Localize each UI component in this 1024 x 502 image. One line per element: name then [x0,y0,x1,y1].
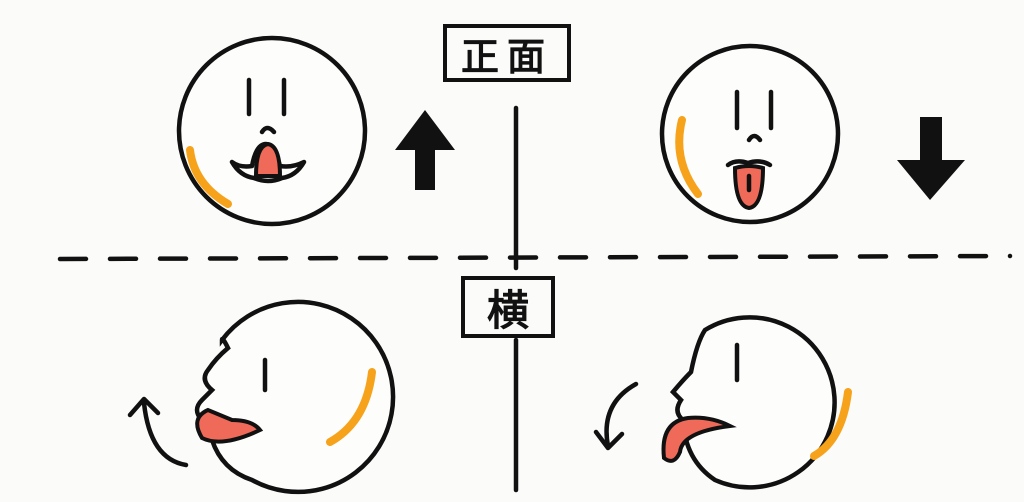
side-face-tongue-down [661,315,852,490]
front-face-tongue-up [176,35,368,227]
arrow-up-icon [395,110,455,190]
curved-arrow-down-icon [593,381,639,451]
side-face-tongue-up [194,299,396,495]
front-view-label: 正面 [443,24,571,82]
curved-arrow-up-icon [127,396,189,468]
side-view-label: 横 [461,276,555,338]
horizontal-dashed-divider [57,253,1013,262]
front-face-tongue-down [659,43,841,225]
arrow-down-icon [897,117,965,200]
